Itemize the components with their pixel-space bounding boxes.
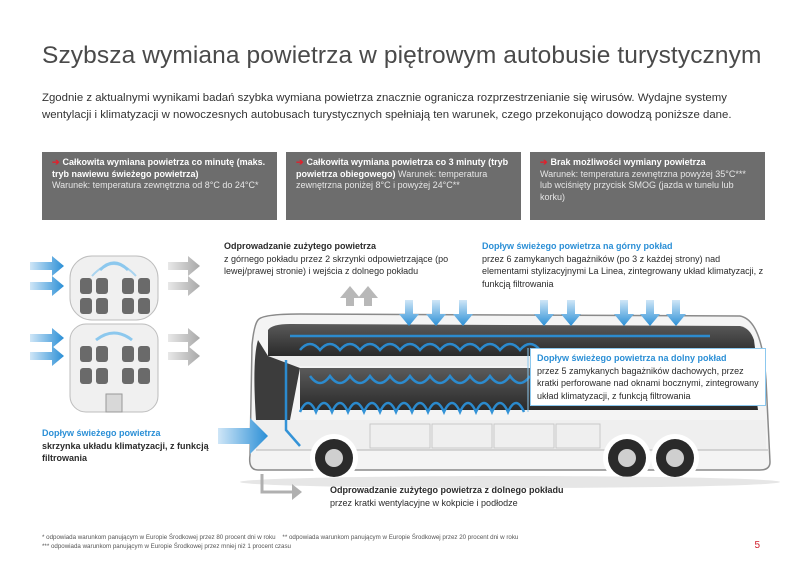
info-box-full-exchange-1min: ➔Całkowita wymiana powietrza co minutę (… <box>42 152 277 220</box>
label-fresh-box: Dopływ świeżego powietrza skrzynka układ… <box>42 427 212 465</box>
label-heading: Odprowadzanie zużytego powietrza z dolne… <box>330 485 564 495</box>
footnote-3: *** odpowiada warunkom panującym w Europ… <box>42 543 292 550</box>
footnote-1: * odpowiada warunkom panującym w Europie… <box>42 534 276 541</box>
info-box-full-exchange-3min: ➔Całkowita wymiana powietrza co 3 minuty… <box>286 152 521 220</box>
box-condition: Warunek: temperatura zewnętrzna poniżej … <box>296 168 488 191</box>
label-exhaust-lower: Odprowadzanie zużytego powietrza z dolne… <box>330 484 630 509</box>
fresh-air-arrows-left <box>30 256 64 366</box>
box-heading: Całkowita wymiana powietrza co minutę (m… <box>52 157 266 179</box>
fresh-air-box-arrow <box>218 418 268 454</box>
label-heading: Dopływ świeżego powietrza na dolny pokła… <box>537 353 727 363</box>
bus-top-view-lower <box>69 323 159 413</box>
label-heading: Dopływ świeżego powietrza na górny pokła… <box>482 241 673 251</box>
label-fresh-lower: Dopływ świeżego powietrza na dolny pokła… <box>530 348 766 406</box>
label-heading: Dopływ świeżego powietrza <box>42 428 161 438</box>
bus-top-view-upper <box>69 255 159 321</box>
page-number: 5 <box>754 540 760 551</box>
info-box-no-exchange: ➔Brak możliwości wymiany powietrza Warun… <box>530 152 765 220</box>
footnote-line-1: * odpowiada warunkom panującym w Europie… <box>42 534 518 541</box>
label-text: z górnego pokładu przez 2 skrzynki odpow… <box>224 253 449 277</box>
label-heading: Odprowadzanie zużytego powietrza <box>224 241 377 251</box>
label-fresh-upper: Dopływ świeżego powietrza na górny pokła… <box>482 240 767 290</box>
label-text: przez 5 zamykanych bagażników dachowych,… <box>537 365 759 401</box>
box-condition: Warunek: temperatura zewnętrzna od 8°C d… <box>52 180 259 190</box>
red-arrow-icon: ➔ <box>296 157 304 167</box>
exhaust-arrows-right <box>168 256 200 366</box>
footnote-2: ** odpowiada warunkom panującym w Europi… <box>282 534 519 541</box>
intro-paragraph: Zgodnie z aktualnymi wynikami badań szyb… <box>42 92 732 121</box>
label-text: przez kratki wentylacyjne w kokpicie i p… <box>330 497 518 508</box>
box-heading: Całkowita wymiana powietrza co 3 minuty … <box>296 157 509 179</box>
box-condition: Warunek: temperatura zewnętrzna powyżej … <box>540 168 746 202</box>
exhaust-lower-arrow <box>260 474 296 494</box>
box-heading: Brak możliwości wymiany powietrza <box>550 157 706 167</box>
fresh-air-arrows-roof <box>399 300 686 326</box>
label-text: skrzynka układu klimatyzacji, z funkcją … <box>42 440 209 464</box>
red-arrow-icon: ➔ <box>52 157 60 167</box>
exhaust-arrows-roof <box>340 286 378 306</box>
red-arrow-icon: ➔ <box>540 157 548 167</box>
exhaust-lower-arrowhead <box>292 484 302 500</box>
page-title: Szybsza wymiana powietrza w piętrowym au… <box>42 42 762 69</box>
label-exhaust-upper: Odprowadzanie zużytego powietrza z górne… <box>224 240 469 278</box>
label-text: przez 6 zamykanych bagażników (po 3 z ka… <box>482 253 764 289</box>
airflow-swirls <box>284 334 710 447</box>
